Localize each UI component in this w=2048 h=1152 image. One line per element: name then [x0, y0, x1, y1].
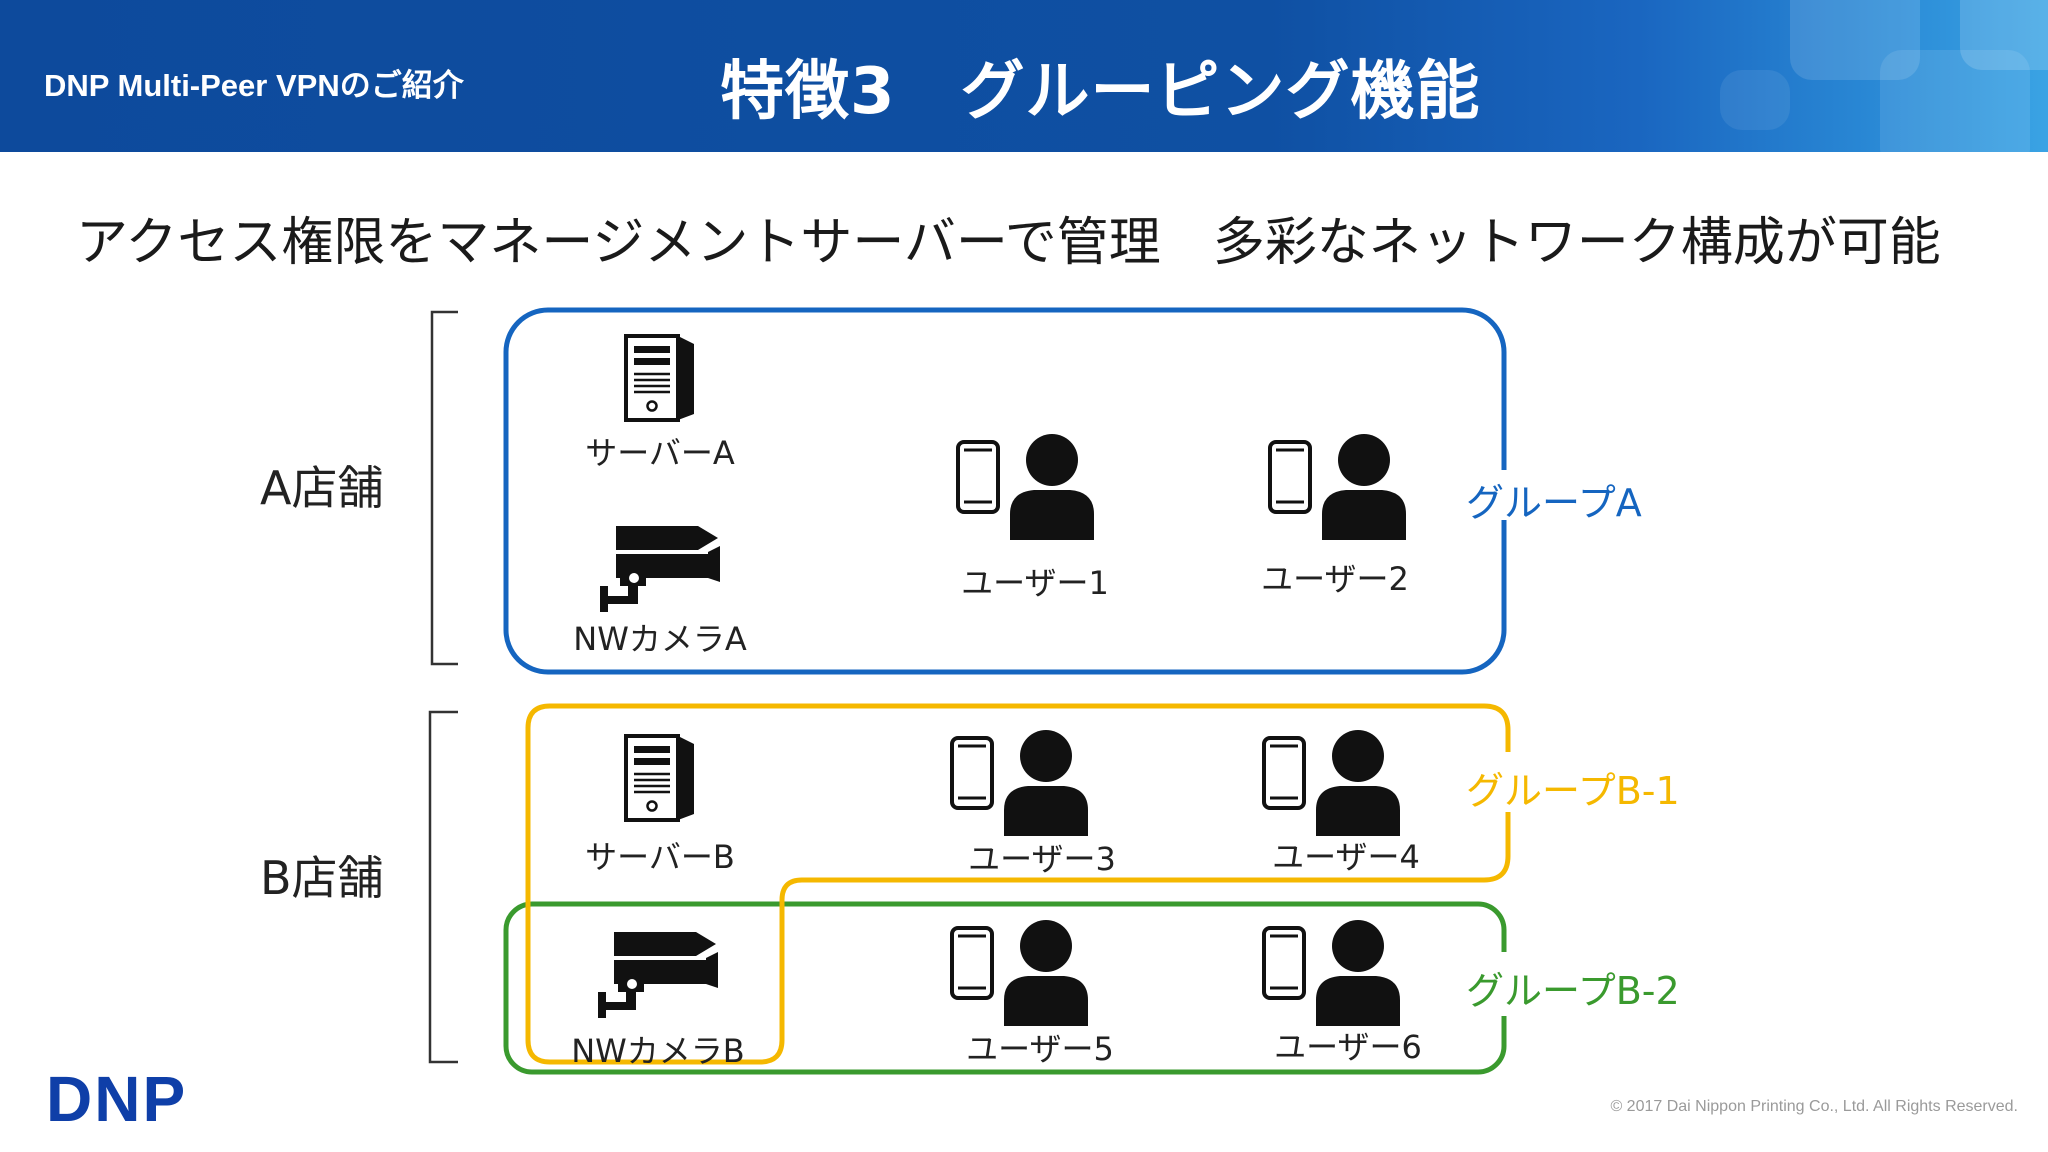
header-bar: DNP Multi-Peer VPNのご紹介 特徴3 グルーピング機能: [0, 0, 2048, 152]
group-b1-box: [525, 703, 1511, 1065]
camera-b-label: NWカメラB: [571, 1032, 745, 1070]
copyright: © 2017 Dai Nippon Printing Co., Ltd. All…: [1610, 1098, 2018, 1115]
user-6-label: ユーザー6: [1274, 1028, 1422, 1066]
subtitle: アクセス権限をマネージメントサーバーで管理 多彩なネットワーク構成が可能: [76, 213, 1941, 273]
server-a-icon: [624, 334, 694, 422]
camera-a-icon: [600, 526, 720, 612]
group-b1-label: グループB-1: [1466, 769, 1680, 813]
header-decoration: [1790, 0, 1920, 80]
product-name: DNP Multi-Peer VPNのご紹介: [44, 68, 464, 103]
header-decoration: [1720, 70, 1790, 130]
user-4-label: ユーザー4: [1272, 838, 1420, 876]
label-mask: [1490, 952, 1522, 1016]
user-6-icon: [1262, 920, 1400, 1026]
dnp-logo: DNP: [46, 1063, 188, 1135]
label-mask: [1494, 752, 1526, 812]
page-title: 特徴3 グルーピング機能: [720, 55, 1481, 129]
group-a-label: グループA: [1466, 481, 1642, 525]
store-b-label: B店舗: [260, 851, 384, 905]
store-b-bracket: [428, 710, 458, 1064]
user-3-label: ユーザー3: [968, 840, 1116, 878]
store-a-bracket: [430, 310, 458, 666]
store-a-label: A店舗: [260, 461, 384, 515]
camera-a-label: NWカメラA: [573, 620, 747, 658]
user-2-icon: [1268, 434, 1406, 540]
group-b2-label: グループB-2: [1466, 969, 1680, 1013]
user-5-label: ユーザー5: [966, 1030, 1114, 1068]
header-decoration: [1880, 50, 2030, 152]
server-a-label: サーバーA: [585, 434, 735, 472]
user-5-icon: [950, 920, 1088, 1026]
user-1-label: ユーザー1: [961, 564, 1109, 602]
header-decoration: [1960, 0, 2048, 70]
user-4-icon: [1262, 730, 1400, 836]
user-3-icon: [950, 730, 1088, 836]
label-mask: [1490, 470, 1522, 520]
user-1-icon: [956, 434, 1094, 540]
server-b-label: サーバーB: [585, 838, 735, 876]
server-b-icon: [624, 734, 694, 822]
camera-b-icon: [598, 932, 718, 1018]
user-2-label: ユーザー2: [1261, 560, 1409, 598]
